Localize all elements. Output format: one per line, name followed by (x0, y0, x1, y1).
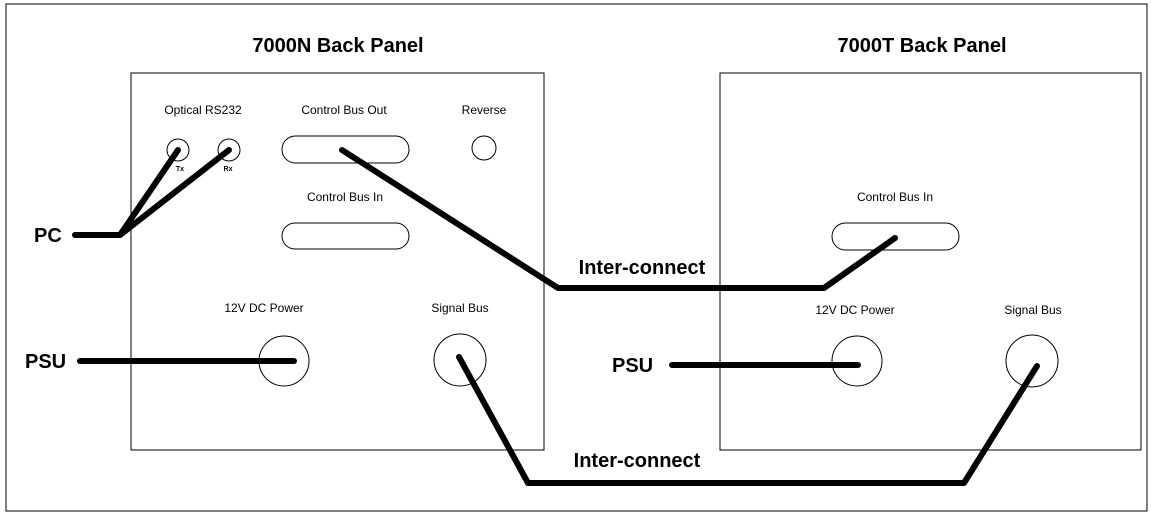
control-bus-in-port-n (281, 222, 410, 250)
tx-label: Tx (176, 166, 184, 173)
control-bus-out-label: Control Bus Out (301, 103, 387, 117)
optical-rs232-label: Optical RS232 (164, 103, 242, 117)
signal-interconnect-label: Inter-connect (574, 450, 701, 472)
control-interconnect-label: Inter-connect (579, 257, 706, 279)
power-label-t: 12V DC Power (815, 303, 894, 317)
diagram-frame (5, 3, 1148, 512)
control-bus-in-label-n: Control Bus In (307, 190, 383, 204)
signal-bus-label-t: Signal Bus (1004, 303, 1061, 317)
pc-label: PC (34, 225, 62, 247)
signal-bus-port-t (1005, 334, 1059, 388)
reverse-port (471, 135, 497, 161)
psu-n-label: PSU (25, 351, 66, 373)
reverse-label: Reverse (462, 103, 507, 117)
rx-label: Rx (224, 166, 233, 173)
panel-t-title: 7000T Back Panel (838, 35, 1007, 57)
panel-n-title: 7000N Back Panel (252, 35, 423, 57)
control-bus-in-label-t: Control Bus In (857, 190, 933, 204)
power-label-n: 12V DC Power (224, 301, 303, 315)
control-interconnect-cable (339, 147, 898, 291)
signal-bus-label-n: Signal Bus (431, 301, 488, 315)
psu-t-label: PSU (612, 355, 653, 377)
signal-interconnect-cable (456, 354, 1040, 486)
pc-rx-cable (117, 147, 232, 238)
power-port-t (831, 335, 883, 387)
panel-t (719, 72, 1142, 451)
